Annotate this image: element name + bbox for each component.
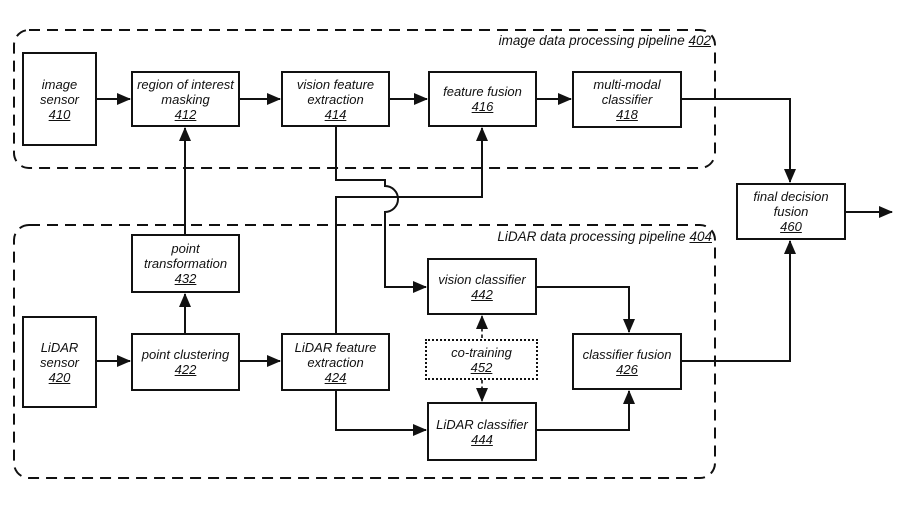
arrow-442-to-426 <box>537 286 635 333</box>
node-ref: 452 <box>470 359 493 375</box>
arrow-414-to-442-with-hop <box>335 127 427 293</box>
node-label: co-training <box>451 344 512 360</box>
node-ref: 422 <box>174 362 197 377</box>
node-ref: 410 <box>48 106 71 122</box>
pipeline-402-label: image data processing pipeline 402 <box>499 33 711 48</box>
node-ref: 426 <box>616 361 638 377</box>
node-label: sensor <box>39 354 80 370</box>
node-label: vision feature <box>296 76 375 92</box>
node-vision-classifier: vision classifier 442 <box>427 258 537 315</box>
pipeline-404-label: LiDAR data processing pipeline 404 <box>497 229 712 244</box>
node-label: vision classifier <box>438 271 526 287</box>
node-lidar-classifier: LiDAR classifier 444 <box>427 402 537 461</box>
node-point-clustering: point clustering 422 <box>131 333 240 391</box>
node-ref: 442 <box>471 286 493 302</box>
node-label: masking <box>161 91 210 107</box>
node-label: classifier <box>601 92 653 107</box>
node-label: LiDAR <box>40 339 79 355</box>
node-image-sensor: image sensor 410 <box>22 52 97 146</box>
node-point-transformation: point transformation 432 <box>131 234 240 293</box>
node-lidar-feature-extraction: LiDAR feature extraction 424 <box>281 333 390 391</box>
node-label: transformation <box>143 256 228 271</box>
node-ref: 416 <box>471 99 494 114</box>
node-ref: 444 <box>471 431 493 447</box>
node-ref: 418 <box>616 107 638 122</box>
node-label: region of interest <box>137 76 234 92</box>
node-ref: 424 <box>324 369 347 385</box>
node-co-training: co-training 452 <box>425 339 538 380</box>
arrow-426-to-460 <box>682 240 796 362</box>
pipeline-402-label-text: image data processing pipeline <box>498 33 685 48</box>
node-label: multi-modal <box>593 77 661 92</box>
node-label: classifier fusion <box>582 346 672 362</box>
node-feature-fusion: feature fusion 416 <box>428 71 537 127</box>
node-label: final decision <box>753 189 829 204</box>
node-region-of-interest-masking: region of interest masking 412 <box>131 71 240 127</box>
node-label: LiDAR classifier <box>436 416 528 432</box>
node-classifier-fusion: classifier fusion 426 <box>572 333 682 390</box>
node-ref: 460 <box>780 219 802 234</box>
arrow-424-to-416 <box>335 127 488 333</box>
node-ref: 432 <box>174 271 197 286</box>
arrow-418-to-460 <box>682 98 796 183</box>
node-label: feature fusion <box>443 84 522 99</box>
node-label: fusion <box>773 204 809 219</box>
node-label: image <box>41 76 78 92</box>
pipeline-404-boundary <box>13 224 716 479</box>
arrow-444-to-426 <box>537 390 635 431</box>
node-label: extraction <box>307 91 364 107</box>
node-label: LiDAR feature <box>294 339 377 355</box>
node-multi-modal-classifier: multi-modal classifier 418 <box>572 71 682 128</box>
pipeline-404-ref: 404 <box>689 229 712 244</box>
node-vision-feature-extraction: vision feature extraction 414 <box>281 71 390 127</box>
node-label: extraction <box>307 354 364 370</box>
node-ref: 420 <box>48 369 71 385</box>
node-lidar-sensor: LiDAR sensor 420 <box>22 316 97 408</box>
node-label: point <box>171 241 200 256</box>
arrow-424-to-444 <box>335 391 427 436</box>
pipeline-404-label-text: LiDAR data processing pipeline <box>497 229 686 244</box>
node-label: sensor <box>39 91 80 107</box>
node-ref: 414 <box>324 106 347 122</box>
node-final-decision-fusion: final decision fusion 460 <box>736 183 846 240</box>
pipeline-402-ref: 402 <box>688 33 711 48</box>
node-label: point clustering <box>141 347 230 362</box>
node-ref: 412 <box>174 106 197 122</box>
